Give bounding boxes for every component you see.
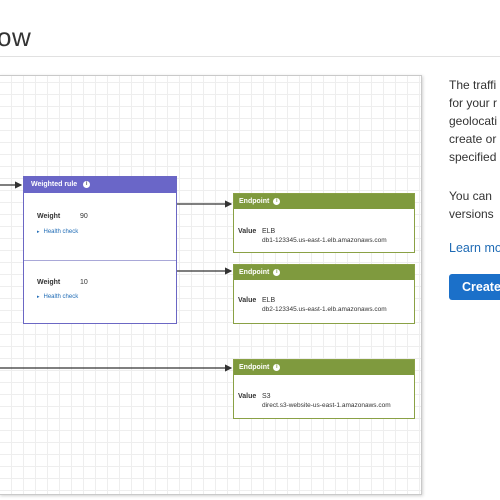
- description-line: specified: [449, 150, 497, 164]
- learn-more-link[interactable]: Learn mo: [449, 241, 500, 255]
- description-line: You can: [449, 189, 492, 203]
- weighted-rule-header: Weighted rule i: [24, 177, 176, 193]
- info-icon[interactable]: i: [83, 180, 91, 188]
- weight-label: Weight: [37, 279, 61, 286]
- connector-lines: [0, 181, 233, 372]
- weighted-record-2: Weight 10 ▸Health check: [24, 260, 176, 324]
- weight-value: 10: [80, 279, 88, 286]
- weight-label: Weight: [37, 213, 61, 220]
- health-check-link[interactable]: ▸Health check: [37, 229, 78, 235]
- create-button[interactable]: Create: [449, 274, 500, 300]
- description-line: create or: [449, 132, 497, 146]
- weighted-rule-title: Weighted rule: [31, 181, 78, 188]
- expand-triangle-icon: ▸: [37, 294, 40, 300]
- page-title: ow: [0, 22, 32, 52]
- endpoint-value-label: Value: [238, 393, 257, 400]
- weighted-record-1: Weight 90 ▸Health check: [24, 194, 176, 259]
- endpoint-value-label: Value: [238, 228, 257, 235]
- endpoint-type: ELB: [262, 228, 276, 235]
- description-line: versions: [449, 207, 494, 221]
- health-check-label: Health check: [43, 294, 79, 300]
- expand-triangle-icon: ▸: [37, 229, 40, 235]
- endpoint-title: Endpoint: [239, 198, 270, 205]
- title-divider: [0, 56, 500, 57]
- description-line: geolocati: [449, 114, 498, 128]
- endpoint-value-label: Value: [238, 297, 257, 304]
- info-icon[interactable]: i: [273, 197, 281, 205]
- weight-value: 90: [80, 213, 88, 220]
- endpoint-title: Endpoint: [239, 269, 270, 276]
- endpoint-target: direct.s3-website-us-east-1.amazonaws.co…: [262, 402, 391, 409]
- health-check-link[interactable]: ▸Health check: [37, 294, 78, 300]
- endpoint-type: ELB: [262, 297, 276, 304]
- endpoint-type: S3: [262, 393, 271, 400]
- endpoint-target: db1-123345.us-east-1.elb.amazonaws.com: [262, 237, 387, 244]
- endpoint-target: db2-123345.us-east-1.elb.amazonaws.com: [262, 306, 387, 313]
- info-icon[interactable]: i: [273, 363, 281, 371]
- description-line: for your r: [449, 96, 498, 110]
- health-check-label: Health check: [43, 229, 79, 235]
- description-line: The traffi: [449, 78, 497, 92]
- info-icon[interactable]: i: [273, 268, 281, 276]
- endpoint-title: Endpoint: [239, 364, 270, 371]
